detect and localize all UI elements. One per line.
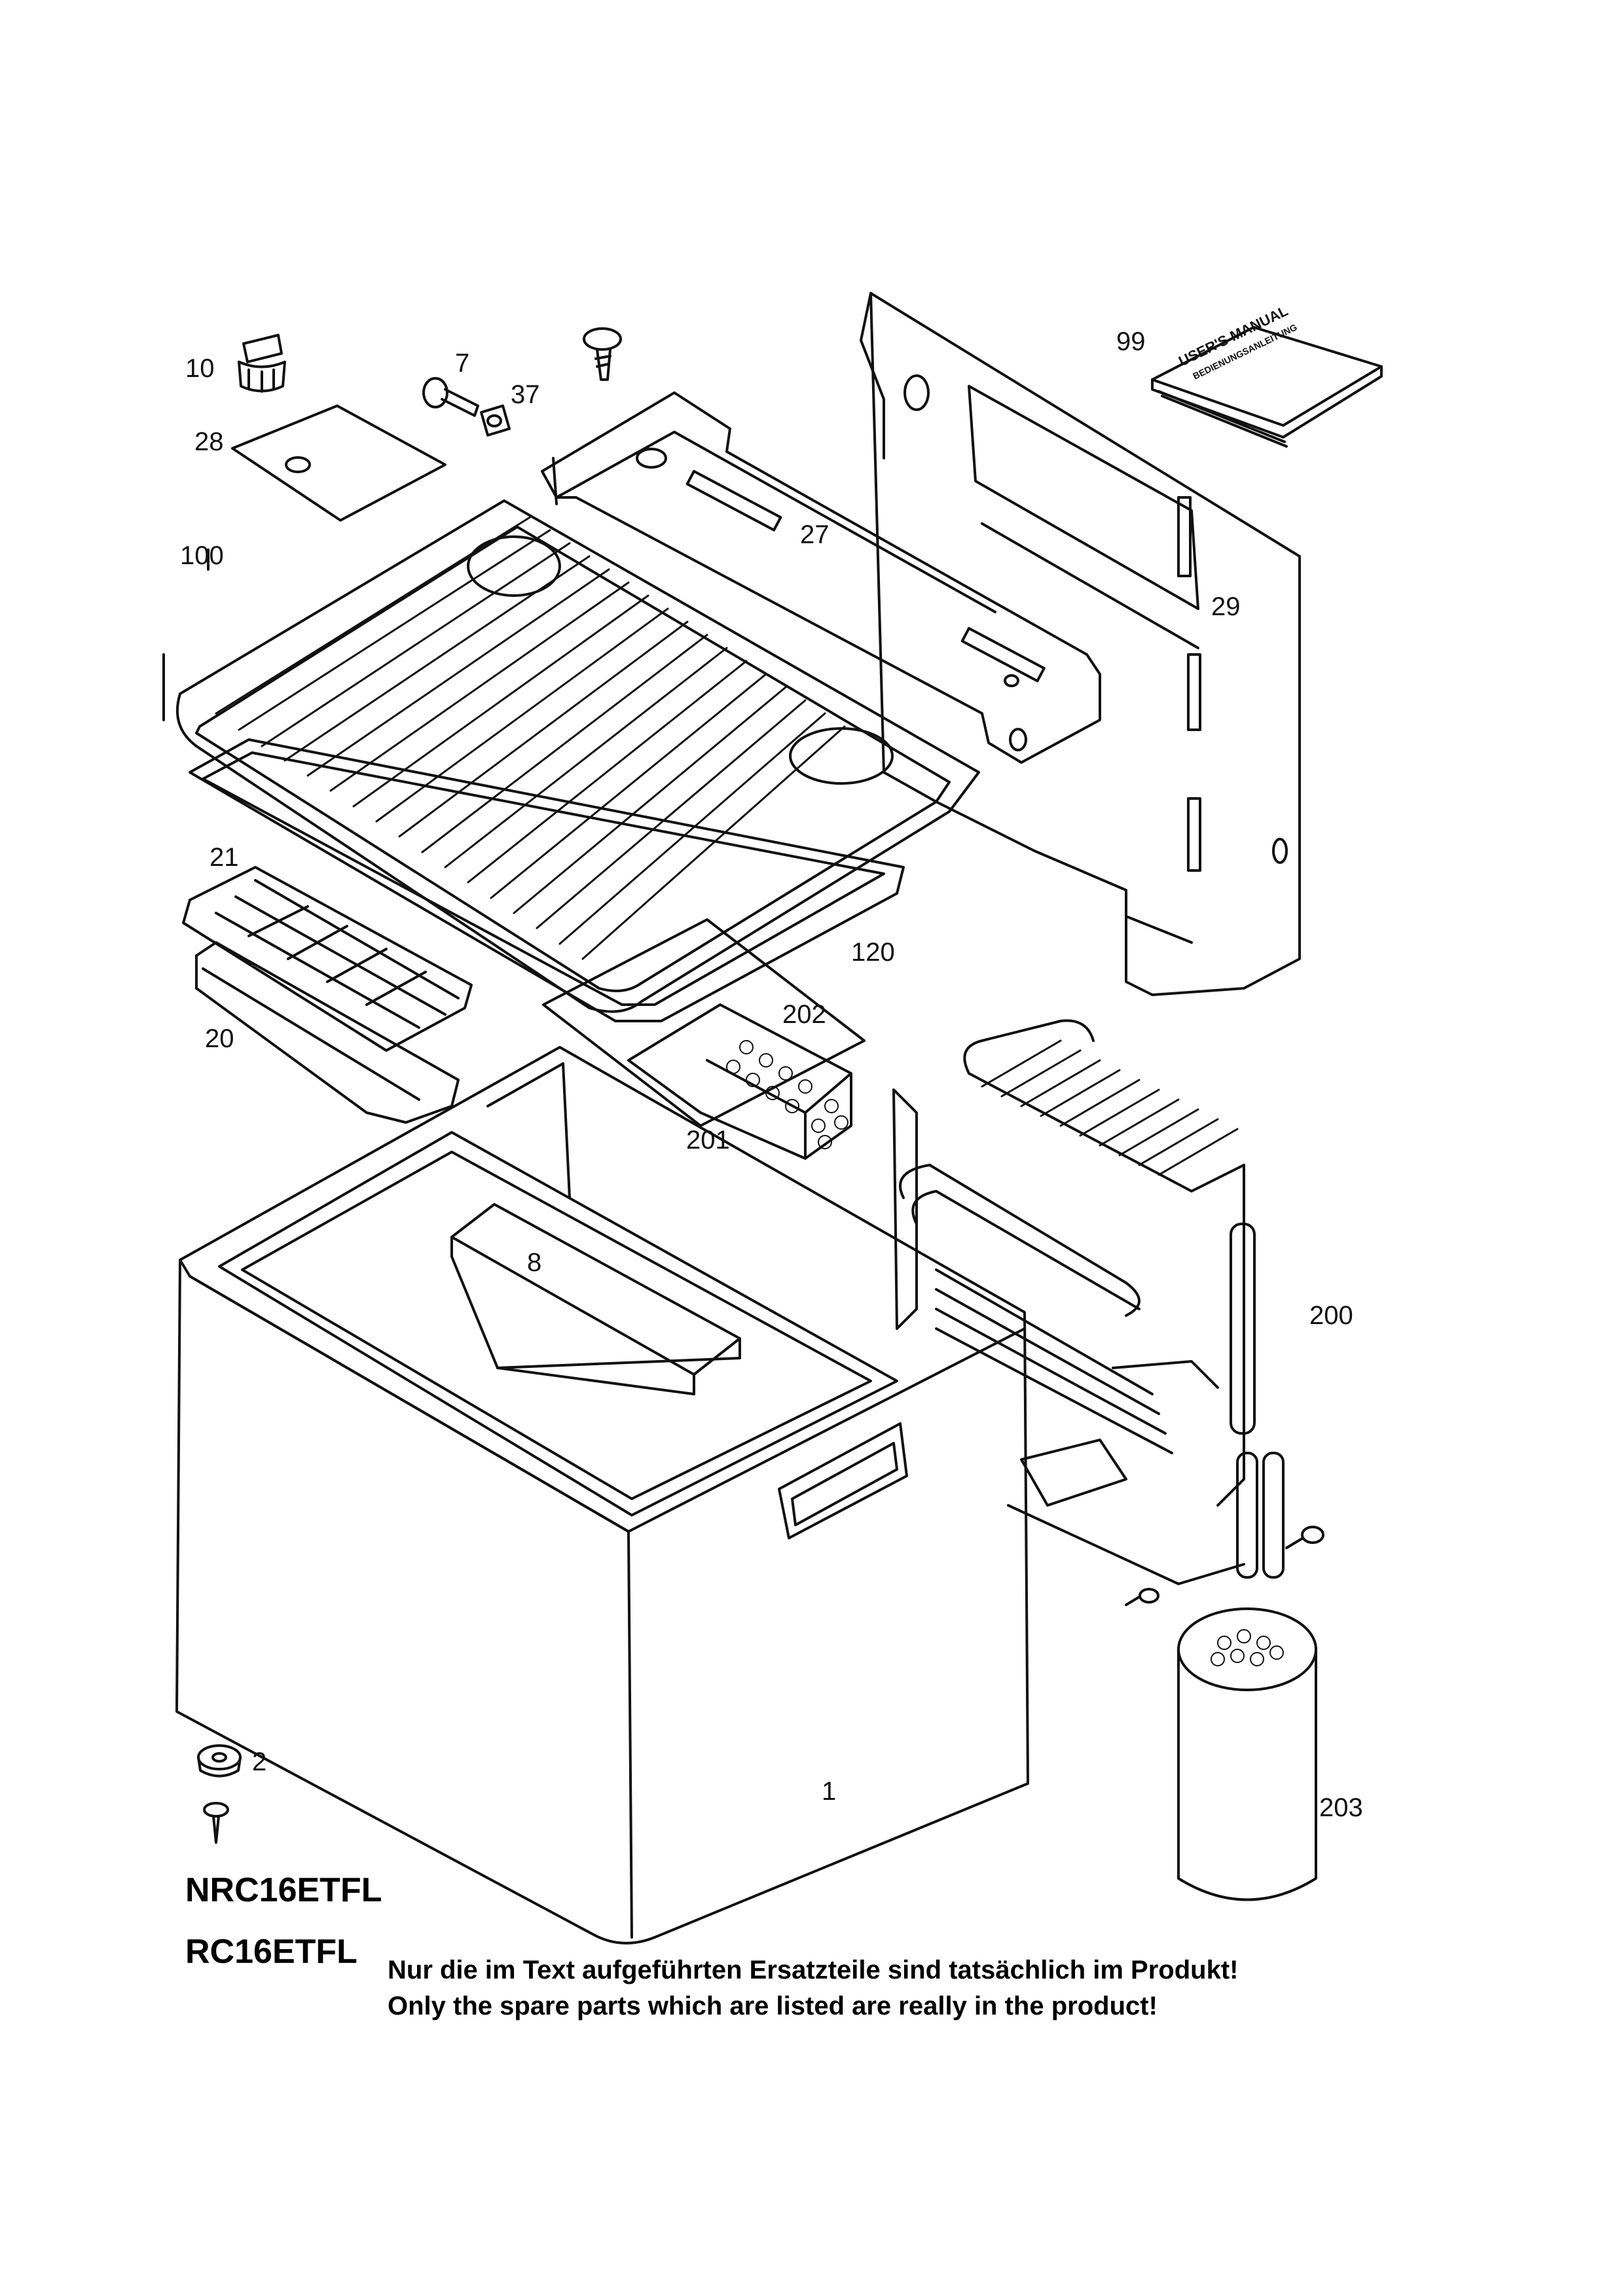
- foot-screw-part: [203, 1802, 229, 1844]
- label-29: 29: [1211, 592, 1241, 621]
- ice-tray-20-part: [195, 941, 460, 1124]
- gasket-frame-part: [189, 738, 905, 1022]
- label-28: 28: [194, 427, 224, 456]
- model-name-rc16etfl: RC16ETFL: [185, 1933, 357, 1971]
- label-202: 202: [782, 1000, 826, 1029]
- back-panel-part: [860, 292, 1301, 996]
- nut-37-part: [480, 404, 511, 437]
- note-english: Only the spare parts which are listed ar…: [388, 1992, 1158, 2020]
- cabinet-part: [175, 1046, 1029, 1945]
- label-7: 7: [455, 349, 469, 378]
- label-99: 99: [1116, 327, 1146, 356]
- label-21: 21: [210, 843, 239, 872]
- label-37: 37: [511, 380, 540, 409]
- ice-tray-21-part: [182, 866, 473, 1052]
- note-german: Nur die im Text aufgeführten Ersatzteile…: [388, 1956, 1239, 1984]
- label-120: 120: [851, 938, 895, 967]
- model-name-nrc16etfl: NRC16ETFL: [185, 1871, 382, 1909]
- rail-frame-part: [541, 391, 1101, 764]
- label-201: 201: [686, 1126, 730, 1155]
- screw-small-b-part: [1125, 1588, 1159, 1606]
- knob-part: [238, 334, 286, 393]
- label-2: 2: [252, 1748, 266, 1776]
- filter-block-202-part: [542, 918, 866, 1127]
- cooling-unit-part: [892, 1019, 1285, 1585]
- cylinder-filter-part: [1177, 1607, 1317, 1901]
- label-8: 8: [527, 1248, 541, 1277]
- user-manual-part: [1151, 326, 1383, 448]
- screw-7-part: [422, 377, 479, 417]
- foot-part: [197, 1744, 242, 1778]
- label-203: 203: [1319, 1793, 1363, 1822]
- label-27: 27: [800, 520, 830, 549]
- label-20: 20: [205, 1024, 234, 1053]
- label-100: 100: [180, 541, 224, 570]
- screw-small-a-part: [1285, 1526, 1324, 1549]
- label-200: 200: [1309, 1301, 1353, 1330]
- label-1: 1: [822, 1777, 836, 1806]
- top-screw-part: [583, 327, 622, 381]
- plate-part: [231, 404, 447, 522]
- lid-part: [162, 499, 980, 1013]
- divider-part: [450, 1203, 741, 1395]
- label-10: 10: [185, 354, 215, 383]
- filter-block-201-part: [627, 1003, 852, 1160]
